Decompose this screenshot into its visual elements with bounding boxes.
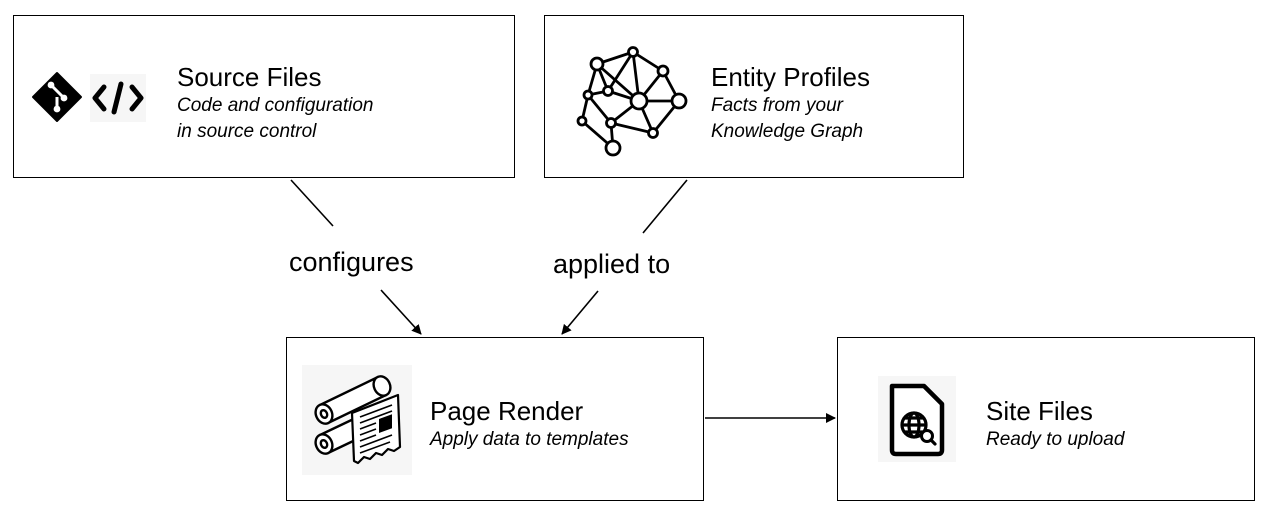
- node-source-files[interactable]: Source Files Code and configuration in s…: [13, 15, 515, 178]
- node-title: Source Files: [177, 62, 322, 92]
- printing-press-icon: [302, 365, 412, 475]
- node-subtitle-line1: Facts from your: [711, 95, 843, 116]
- edge-configures-upper: [290, 179, 334, 227]
- node-entity-profiles[interactable]: Entity Profiles Facts from your Knowledg…: [544, 15, 964, 178]
- node-site-files[interactable]: Site Files Ready to upload: [837, 337, 1255, 501]
- node-subtitle-line1: Apply data to templates: [430, 429, 629, 450]
- node-subtitle-line2: Knowledge Graph: [711, 121, 864, 142]
- edge-label-configures: configures: [289, 246, 414, 278]
- node-page-render[interactable]: Page Render Apply data to templates: [286, 337, 704, 501]
- web-file-icon: [878, 376, 956, 462]
- node-subtitle-line1: Ready to upload: [986, 429, 1125, 450]
- node-subtitle-line2: in source control: [177, 121, 317, 142]
- node-subtitle-line1: Code and configuration: [177, 95, 374, 116]
- edge-applied-to-lower: [561, 290, 599, 335]
- git-icon: [32, 72, 82, 122]
- edge-configures-lower: [380, 289, 422, 335]
- knowledge-graph-icon: [576, 46, 688, 157]
- node-title: Page Render: [430, 396, 584, 426]
- edge-applied-to-upper: [642, 179, 688, 234]
- node-title: Entity Profiles: [711, 62, 870, 92]
- code-icon: [90, 74, 146, 122]
- node-title: Site Files: [986, 396, 1093, 426]
- edge-label-applied-to: applied to: [553, 248, 671, 280]
